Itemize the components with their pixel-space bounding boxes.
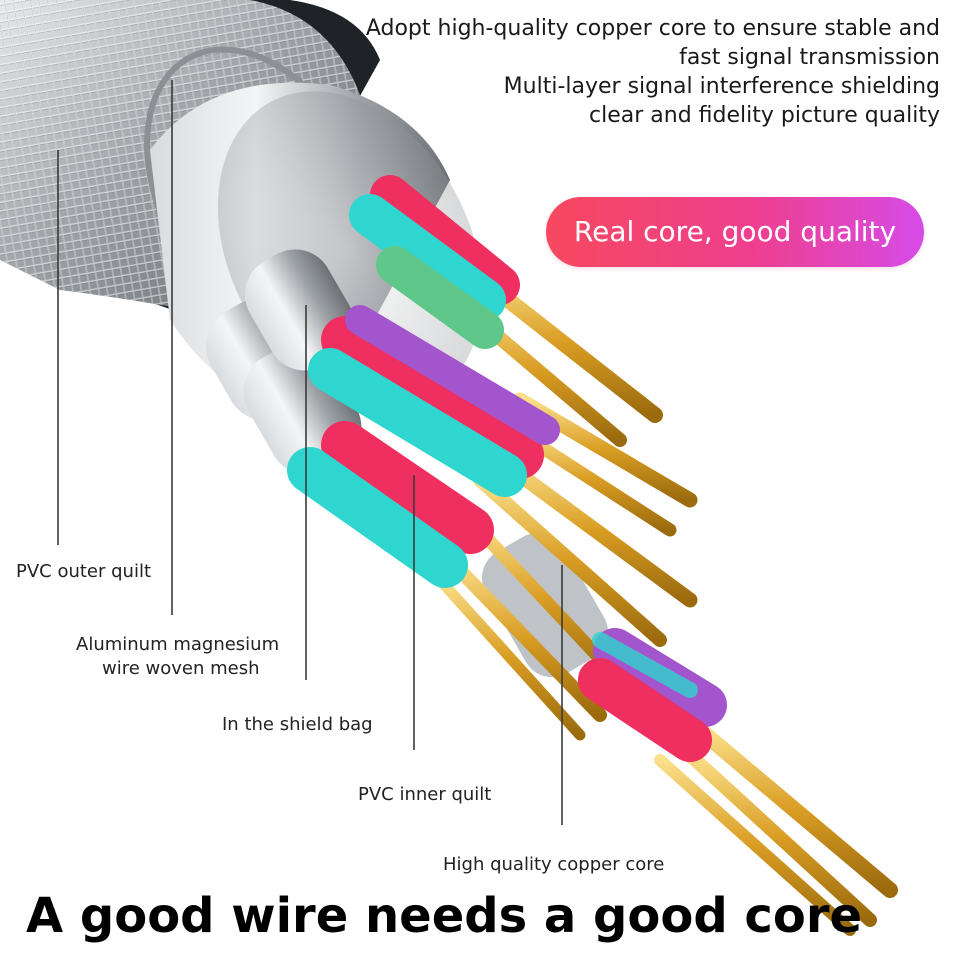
callout-copper-core: High quality copper core bbox=[443, 854, 665, 875]
headline-line: clear and fidelity picture quality bbox=[589, 103, 940, 128]
callout-shield-bag: In the shield bag bbox=[222, 714, 373, 735]
headline: Adopt high-quality copper core to ensure… bbox=[320, 14, 940, 130]
quality-badge: Real core, good quality bbox=[546, 197, 924, 267]
headline-line: fast signal transmission bbox=[679, 45, 940, 70]
callout-aluminum-magnesium: Aluminum magnesium bbox=[76, 634, 280, 655]
tagline: A good wire needs a good core bbox=[26, 888, 863, 944]
callout-pvc-outer-quilt: PVC outer quilt bbox=[16, 561, 152, 582]
callout-pvc-inner-quilt: PVC inner quilt bbox=[358, 784, 492, 805]
callout-wire-woven-mesh: wire woven mesh bbox=[102, 658, 260, 679]
headline-line: Multi-layer signal interference shieldin… bbox=[503, 74, 940, 99]
callout-leader-lines bbox=[57, 80, 563, 825]
headline-line: Adopt high-quality copper core to ensure… bbox=[365, 16, 940, 41]
insulated-wires bbox=[287, 175, 727, 762]
